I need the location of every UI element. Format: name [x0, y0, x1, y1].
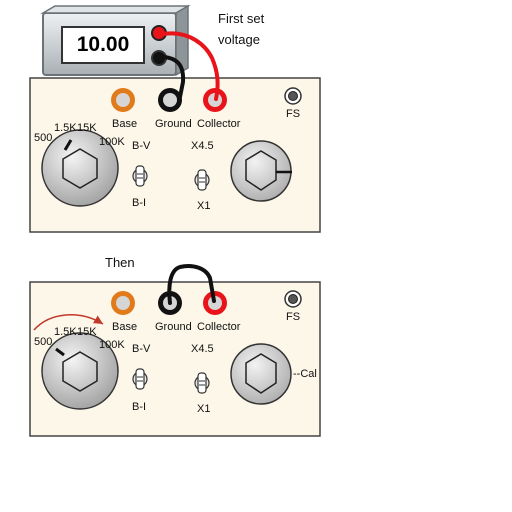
dial-label-100k: 100K: [99, 136, 125, 148]
range-dial[interactable]: [41, 332, 119, 410]
bi-label: B-I: [132, 197, 147, 209]
red-wire: [161, 31, 220, 101]
dial-label-1-5k: 1.5K: [54, 122, 77, 134]
x45-x1-switch[interactable]: [194, 372, 210, 394]
collector-label: Collector: [197, 118, 241, 130]
meter-display: 10.00: [61, 26, 145, 64]
rotate-arrow: [33, 314, 104, 331]
dial-label-1-5k: 1.5K: [54, 326, 77, 338]
ground-label: Ground: [155, 118, 192, 130]
fs-label: FS: [286, 108, 301, 120]
x45-label: X4.5: [191, 343, 214, 355]
bv-bi-switch[interactable]: [132, 368, 148, 390]
fs-label: FS: [286, 311, 301, 323]
panel-2: [29, 281, 321, 437]
bv-label: B-V: [132, 140, 151, 152]
dial-label-100k: 100K: [99, 339, 125, 351]
black-wire: [161, 55, 186, 99]
note-then: Then: [105, 255, 135, 270]
fs-adjust-knob[interactable]: [230, 343, 292, 405]
ground-label: Ground: [155, 321, 192, 333]
panel-1: [29, 77, 321, 233]
cal-label: --Cal: [293, 368, 317, 380]
fs-adjust-knob[interactable]: [230, 140, 292, 202]
dial-label-500: 500: [34, 132, 53, 144]
note-first-set: First set: [218, 11, 265, 26]
dial-label-15k: 15K: [77, 122, 97, 134]
dial-label-15k: 15K: [77, 326, 97, 338]
x45-label: X4.5: [191, 140, 214, 152]
x45-x1-switch[interactable]: [194, 169, 210, 191]
x1-label: X1: [197, 200, 211, 212]
range-dial[interactable]: [41, 129, 119, 207]
base-label: Base: [112, 321, 138, 333]
x1-label: X1: [197, 403, 211, 415]
dial-label-500: 500: [34, 336, 53, 348]
note-voltage: voltage: [218, 32, 260, 47]
bi-label: B-I: [132, 401, 147, 413]
bv-label: B-V: [132, 343, 151, 355]
jumper-wire: [167, 264, 216, 305]
bv-bi-switch[interactable]: [132, 165, 148, 187]
base-label: Base: [112, 118, 138, 130]
collector-label: Collector: [197, 321, 241, 333]
